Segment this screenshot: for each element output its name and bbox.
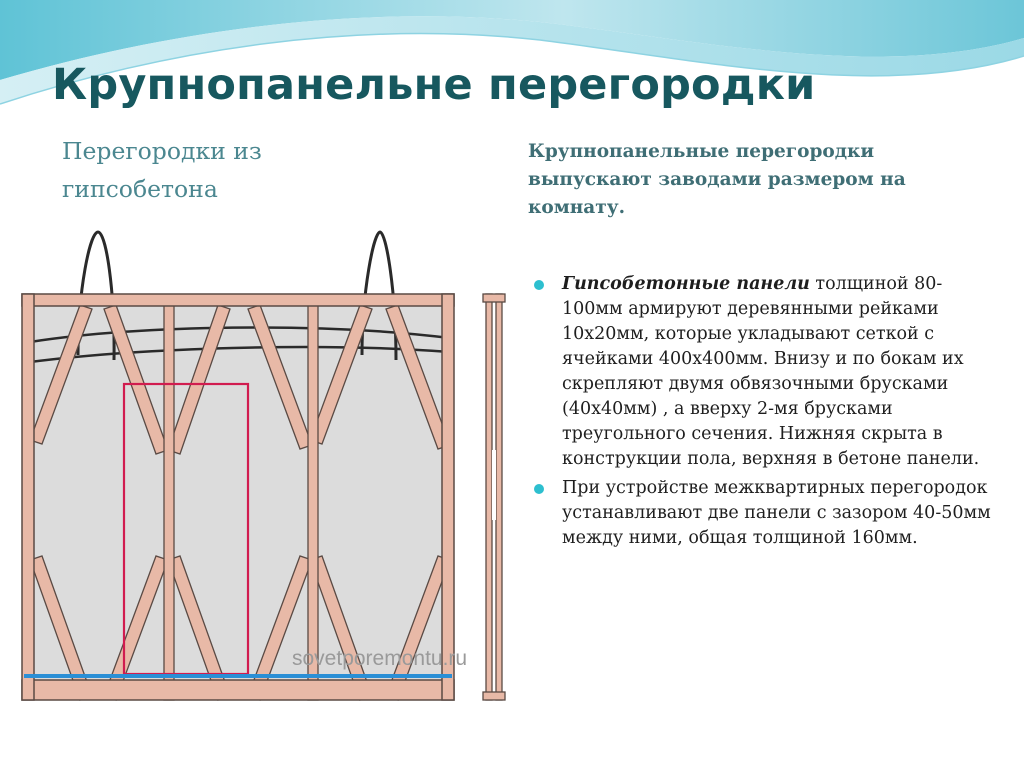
gypsum-panel [28,300,450,700]
left-subtitle: Перегородки из гипсобетона [62,137,262,203]
bullet-list: Гипсобетонные панели толщиной 80-100мм а… [528,272,998,551]
bottom-bar [21,679,455,701]
panel-diagram: sovetporemontu.ru [21,230,506,708]
side-section-gap [492,450,496,520]
top-bar [21,293,455,307]
frame [21,293,455,701]
bullet-item-1: Гипсобетонные панели толщиной 80-100мм а… [528,272,998,472]
right-post [441,293,455,701]
bullet-text: толщиной 80-100мм армируют деревянными р… [562,274,980,469]
slide-title: Крупнопанельне перегородки [52,60,816,110]
bullet-lead: Гипсобетонные панели [562,274,810,294]
right-subtitle: Крупнопанельные перегородки выпускают за… [528,141,906,218]
diagonal-laths [29,304,451,701]
bullet-item-2: При устройстве межквартирных перегородок… [528,476,998,551]
bullet-dot-icon [534,484,544,494]
bullet-text: При устройстве межквартирных перегородок… [562,478,991,548]
watermark: sovetporemontu.ru [292,647,467,670]
background-waves [0,0,1024,120]
bullet-dot-icon [534,280,544,290]
left-post [21,293,35,701]
